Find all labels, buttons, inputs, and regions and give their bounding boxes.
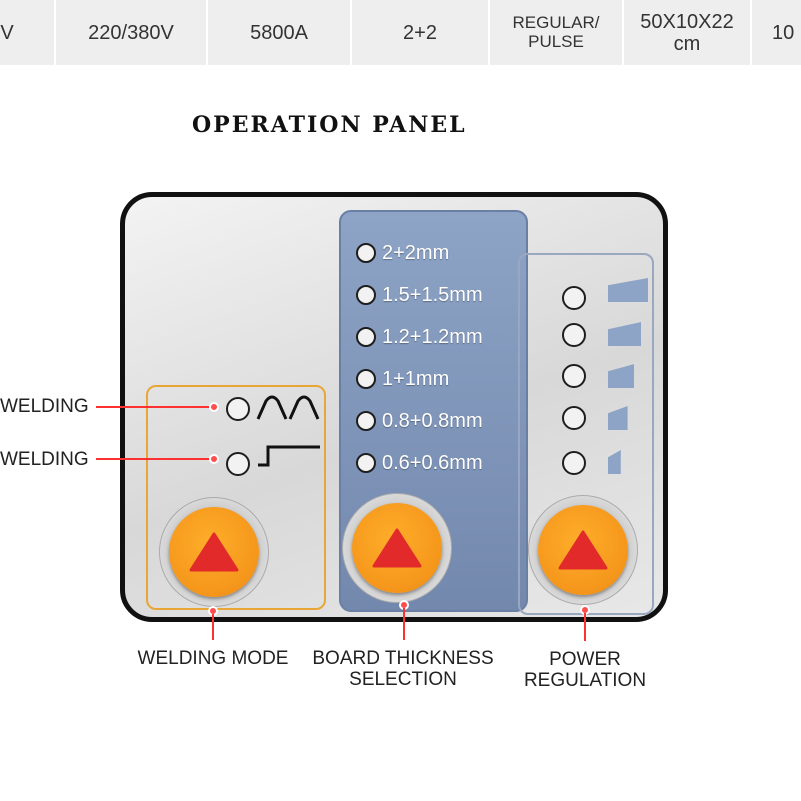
page-title: OPERATION PANEL bbox=[192, 112, 467, 138]
thickness-option-2: 2+2mm bbox=[356, 237, 449, 269]
pulse-welding-label: WELDING bbox=[0, 396, 89, 417]
indicator-led bbox=[356, 369, 376, 389]
spec-separator bbox=[488, 0, 490, 65]
thickness-option-label: 0.8+0.8mm bbox=[382, 409, 483, 432]
welding-mode-led-pulse bbox=[226, 397, 250, 421]
up-triangle-icon bbox=[189, 532, 239, 572]
regular-welding-label: WELDING bbox=[0, 449, 89, 470]
welding-mode-button[interactable] bbox=[169, 507, 259, 597]
spec-cell-thickness: 2+2 bbox=[403, 21, 437, 44]
power-regulation-button[interactable] bbox=[538, 505, 628, 595]
thickness-option-label: 2+2mm bbox=[382, 241, 450, 264]
indicator-led bbox=[356, 327, 376, 347]
spec-cell-weight: 10 bbox=[772, 21, 795, 44]
spec-separator bbox=[350, 0, 352, 65]
thickness-option-1: 1+1mm bbox=[356, 363, 449, 395]
power-level-led bbox=[562, 406, 586, 430]
callout-line bbox=[96, 458, 214, 460]
spec-separator bbox=[750, 0, 752, 65]
thickness-option-0-6: 0.6+0.6mm bbox=[356, 447, 483, 479]
callout-dot bbox=[209, 402, 219, 412]
thickness-option-label: 0.6+0.6mm bbox=[382, 451, 483, 474]
power-level-bar bbox=[608, 406, 628, 430]
spec-cell-voltage-unit: V bbox=[0, 21, 14, 44]
power-level-led bbox=[562, 451, 586, 475]
indicator-led bbox=[356, 411, 376, 431]
indicator-led bbox=[356, 285, 376, 305]
spec-separator bbox=[54, 0, 56, 65]
spec-cell-voltage: 220/380V bbox=[88, 21, 174, 44]
board-thickness-button[interactable] bbox=[352, 503, 442, 593]
indicator-led bbox=[356, 453, 376, 473]
thickness-option-label: 1.5+1.5mm bbox=[382, 283, 483, 306]
power-level-led bbox=[562, 323, 586, 347]
board-thickness-label: BOARD THICKNESS SELECTION bbox=[312, 648, 494, 690]
callout-line bbox=[403, 608, 405, 640]
pulse-wave-icon bbox=[256, 395, 320, 420]
thickness-option-label: 1.2+1.2mm bbox=[382, 325, 483, 348]
spec-separator bbox=[622, 0, 624, 65]
power-regulation-label: POWER REGULATION bbox=[523, 649, 647, 691]
welding-mode-led-regular bbox=[226, 452, 250, 476]
spec-cell-current: 5800A bbox=[250, 21, 308, 44]
welding-mode-label: WELDING MODE bbox=[137, 648, 289, 669]
power-level-led bbox=[562, 364, 586, 388]
power-level-led bbox=[562, 286, 586, 310]
step-wave-icon bbox=[258, 445, 320, 467]
power-level-bar bbox=[608, 450, 621, 474]
spec-row: V 220/380V 5800A 2+2 REGULAR/ PULSE 50X1… bbox=[0, 0, 801, 65]
up-triangle-icon bbox=[558, 530, 608, 570]
callout-line bbox=[212, 614, 214, 640]
callout-dot bbox=[209, 454, 219, 464]
spec-separator bbox=[206, 0, 208, 65]
thickness-option-label: 1+1mm bbox=[382, 367, 450, 390]
thickness-option-1-5: 1.5+1.5mm bbox=[356, 279, 483, 311]
spec-cell-mode: REGULAR/ PULSE bbox=[512, 12, 600, 51]
callout-line bbox=[584, 613, 586, 641]
callout-line bbox=[96, 406, 214, 408]
indicator-led bbox=[356, 243, 376, 263]
thickness-option-1-2: 1.2+1.2mm bbox=[356, 321, 483, 353]
spec-cell-size: 50X10X22 cm bbox=[640, 10, 734, 55]
welding-mode-area bbox=[146, 385, 326, 610]
thickness-option-0-8: 0.8+0.8mm bbox=[356, 405, 483, 437]
up-triangle-icon bbox=[372, 528, 422, 568]
